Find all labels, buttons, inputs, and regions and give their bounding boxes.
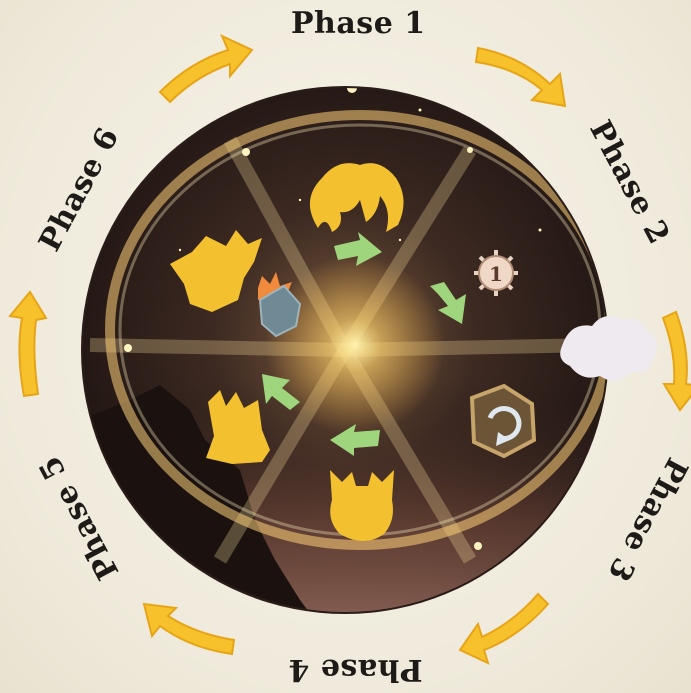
initiative-token: 1 — [474, 250, 518, 296]
arrow-6-to-1-icon — [160, 36, 252, 102]
initiative-number: 1 — [489, 262, 503, 286]
arrow-2-to-3-icon — [663, 312, 691, 410]
arrow-4-to-5-icon — [144, 604, 234, 654]
arrow-1-to-2-icon — [476, 48, 565, 106]
arrow-5-to-6-icon — [10, 292, 46, 396]
arrow-3-to-4-icon — [460, 594, 548, 663]
